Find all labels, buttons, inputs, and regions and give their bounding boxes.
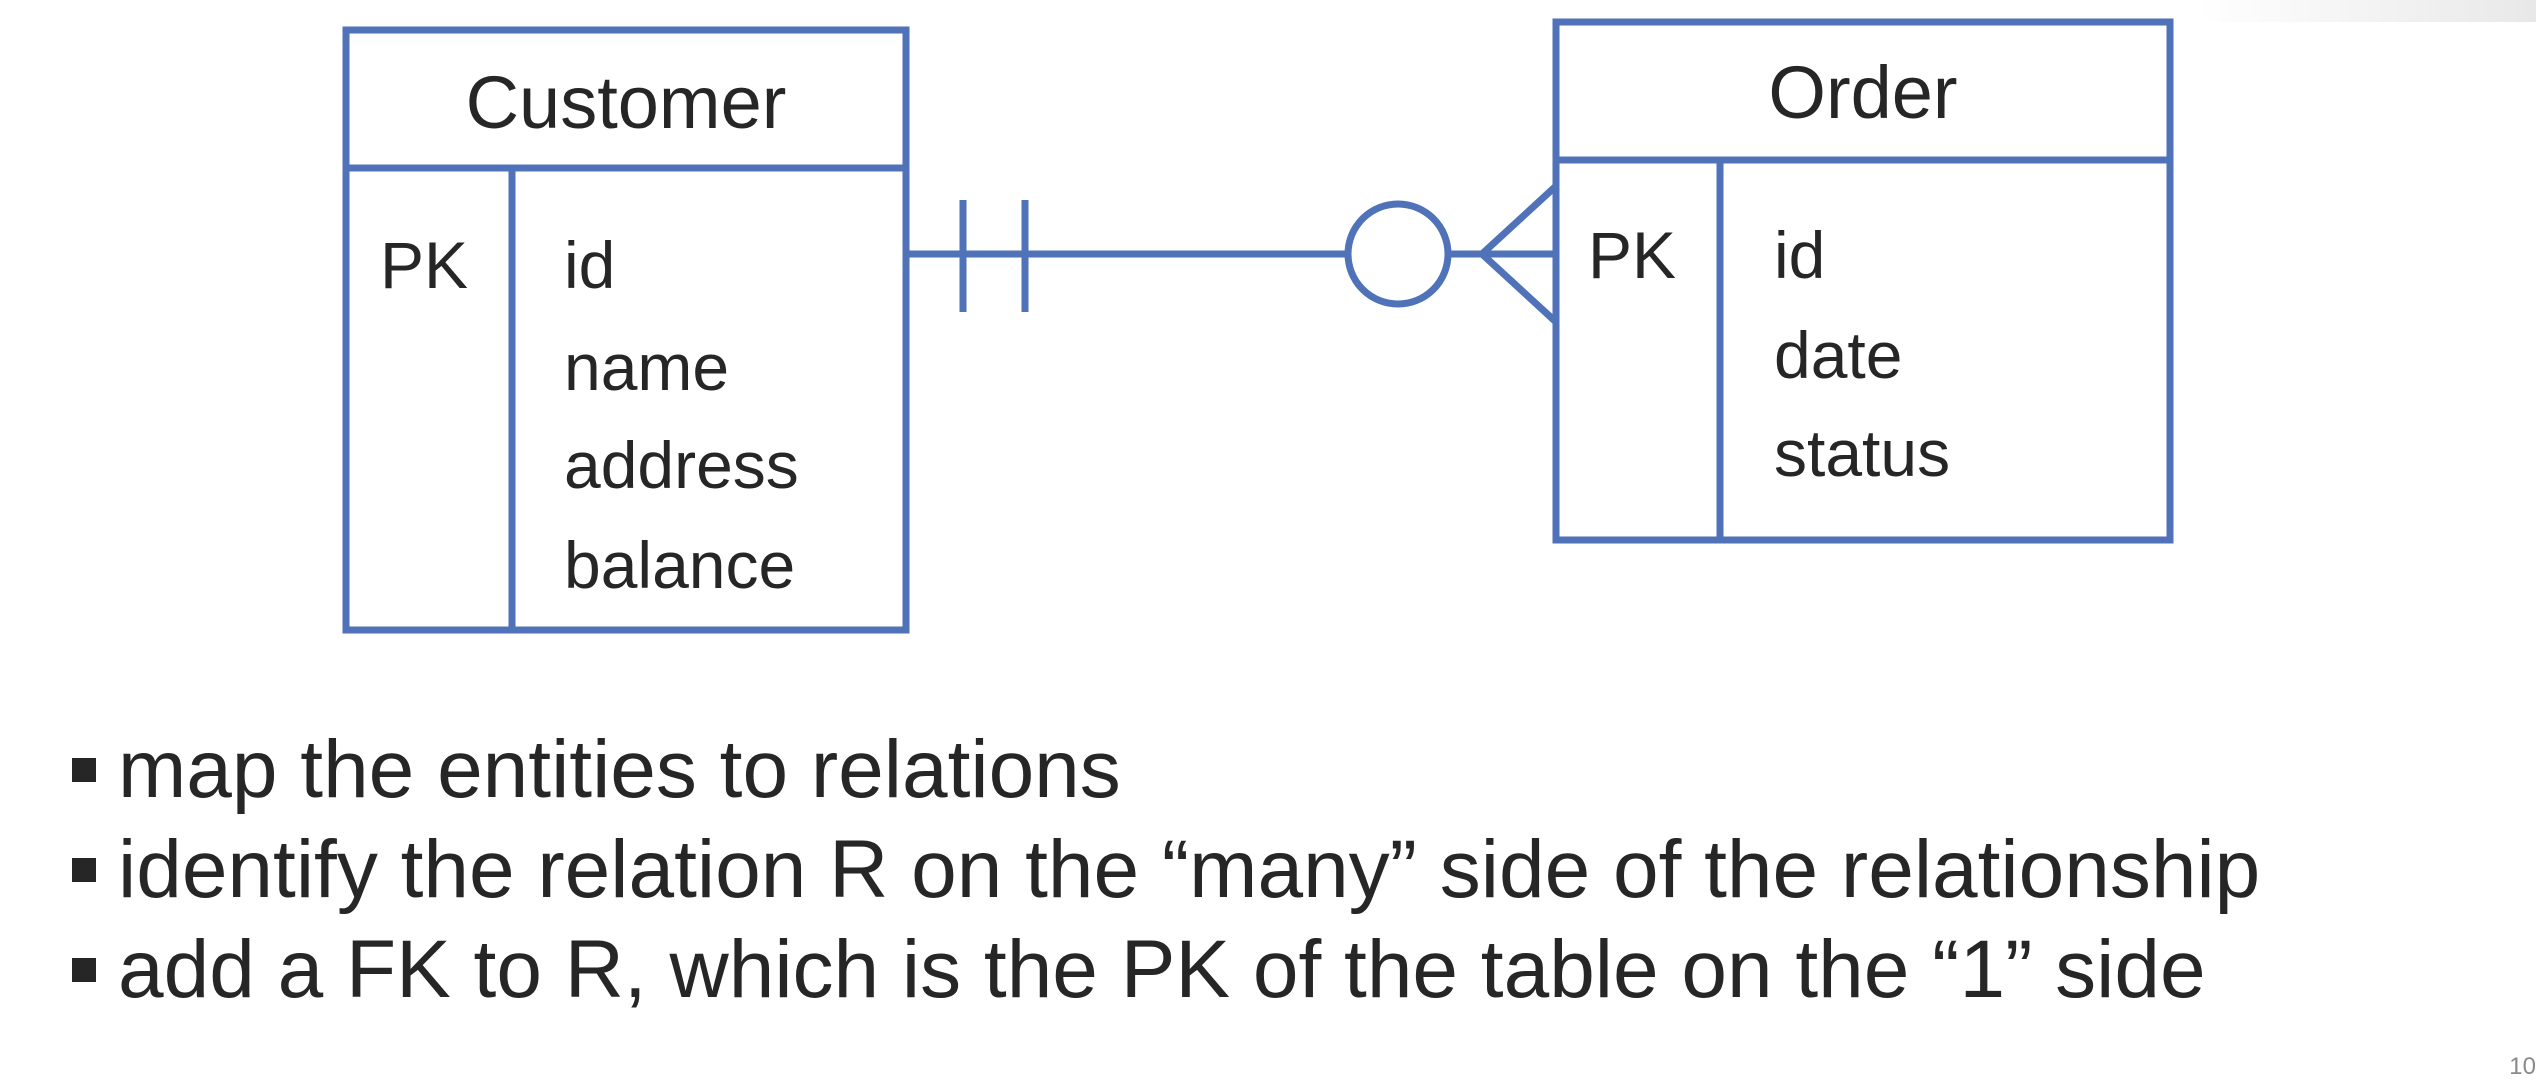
entity-order-box <box>1552 18 2174 544</box>
entity-customer-pk-label: PK <box>380 228 468 302</box>
entity-customer-attr-name: name <box>564 330 729 404</box>
relationship-customer-order[interactable] <box>906 183 1559 325</box>
entity-order-attr-id: id <box>1774 218 1825 292</box>
window-edge-shadow <box>2196 0 2536 22</box>
crows-foot-upper <box>1479 183 1559 257</box>
bullet-square-icon <box>72 858 96 882</box>
bullet-item-2: identify the relation R on the “many” si… <box>72 820 2260 920</box>
bullet-square-icon <box>72 758 96 782</box>
entity-customer-attr-balance: balance <box>564 528 795 602</box>
er-diagram: Customer PK id name address balance Orde… <box>342 18 2174 634</box>
entity-order-pk-label: PK <box>1588 218 1676 292</box>
bullet-square-icon <box>72 958 96 982</box>
entity-customer-attr-address: address <box>564 428 799 502</box>
bullet-item-3: add a FK to R, which is the PK of the ta… <box>72 920 2260 1020</box>
zero-optional-circle <box>1344 200 1452 308</box>
entity-order-attr-status: status <box>1774 416 1950 490</box>
entity-customer-attr-id: id <box>564 228 615 302</box>
entity-customer-box <box>342 26 910 634</box>
entity-order[interactable]: Order PK id date status <box>1552 18 2174 544</box>
bullet-list: map the entities to relations identify t… <box>72 720 2260 1020</box>
entity-order-name: Order <box>1768 51 1957 134</box>
bullet-text-3: add a FK to R, which is the PK of the ta… <box>118 924 2206 1015</box>
bullet-text-1: map the entities to relations <box>118 724 1121 815</box>
entity-customer[interactable]: Customer PK id name address balance <box>342 26 910 634</box>
page-number: 10 <box>2509 1053 2536 1080</box>
bullet-item-1: map the entities to relations <box>72 720 2260 820</box>
bullet-text-2: identify the relation R on the “many” si… <box>118 824 2261 915</box>
entity-order-attr-date: date <box>1774 318 1902 392</box>
crows-foot-lower <box>1479 251 1559 325</box>
entity-customer-name: Customer <box>466 61 787 144</box>
